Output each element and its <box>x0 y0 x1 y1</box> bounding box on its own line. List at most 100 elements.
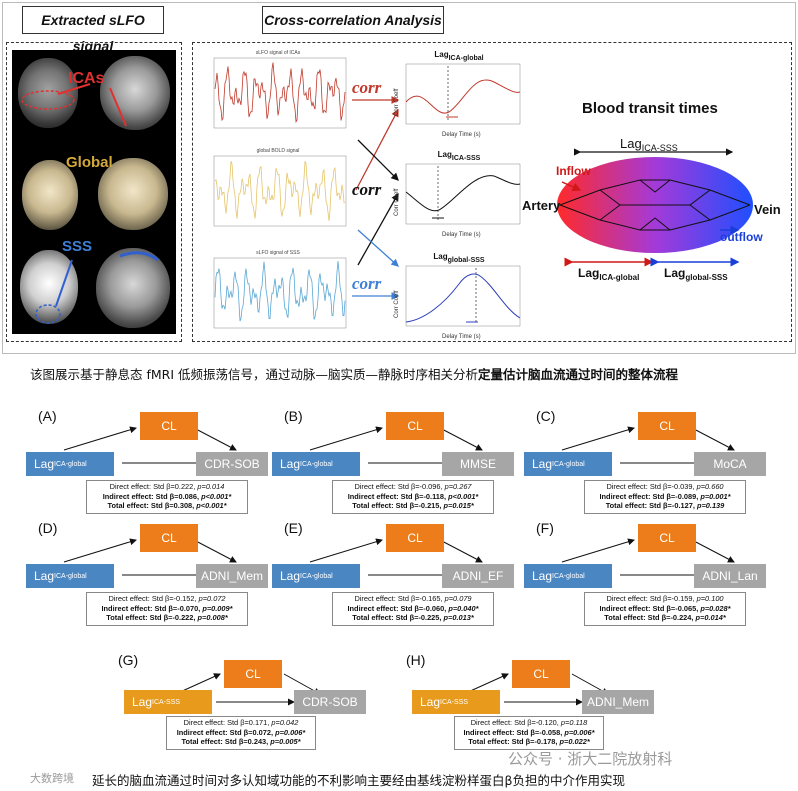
outcome-box: MoCA <box>694 452 766 476</box>
panel-label: (F) <box>536 520 554 536</box>
effects-box: Direct effect: Std β=0.171, p=0.042 Indi… <box>166 716 316 750</box>
arrow-lag-to-cl <box>309 538 383 563</box>
sss-label: SSS <box>62 238 93 255</box>
xcorr-plot-ica-global: LagICA-global Corr Coeff Delay Time (s) <box>394 50 524 142</box>
icas-label: ICAs <box>68 70 105 87</box>
corr-label-black: corr <box>352 180 382 199</box>
corr-label-blue: corr <box>352 274 382 293</box>
effects-box: Direct effect: Std β=-0.096, p=0.267 Ind… <box>332 480 494 514</box>
mediation-arrows <box>309 538 483 579</box>
right-dashed-panel <box>192 42 792 342</box>
arrow-global-to-lag-ica-global <box>355 108 399 191</box>
xcorr-ylabel-global-sss: Corr Coeff <box>394 290 400 318</box>
watermark-left: 大数跨境 <box>30 772 74 785</box>
brain-scan-axial-sss <box>20 250 78 324</box>
arrow-global-to-lag-global-sss <box>357 229 399 267</box>
brain-scan-sagittal-global <box>98 158 168 230</box>
arrow-cl-to-outcome <box>691 539 735 563</box>
direct-effect: Direct effect: Std β=-0.039, p=0.660 <box>606 482 724 491</box>
signal-title-global: global BOLD signal <box>256 148 300 154</box>
brain-scan-axial-global <box>22 160 78 230</box>
panel-label: (E) <box>284 520 303 536</box>
effects-box: Direct effect: Std β=-0.165, p=0.079 Ind… <box>332 592 494 626</box>
total-effect: Total effect: Std β=0.308, p<0.001* <box>107 501 227 511</box>
panel-label: (B) <box>284 408 303 424</box>
xcorr-xlabel-global-sss: Delay Time (s) <box>442 334 481 340</box>
inflow-arrow <box>561 181 582 192</box>
outcome-box: ADNI_Mem <box>196 564 268 588</box>
mediator-box-cl: CL <box>140 412 198 440</box>
total-effect: Total effect: Std β=-0.215, p=0.015* <box>352 501 474 511</box>
outcome-box: ADNI_Lan <box>694 564 766 588</box>
xcorr-chart-global-sss <box>405 265 521 327</box>
xcorr-xlabel-ica-sss: Delay Time (s) <box>442 232 481 238</box>
effects-box: Direct effect: Std β=0.222, p=0.014 Indi… <box>86 480 248 514</box>
indirect-effect: Indirect effect: Std β=0.086, p<0.001* <box>102 491 232 501</box>
blood-transit-diagram <box>557 148 753 267</box>
sss-dashed-ellipse <box>35 304 61 324</box>
outcome-box: MMSE <box>442 452 514 476</box>
outcome-box: ADNI_Mem <box>582 690 654 714</box>
xcorr-plot-global-sss: Lagglobal-SSS Corr Coeff Delay Time (s) <box>394 252 524 344</box>
vein-label: Vein <box>754 202 781 217</box>
corr-label-red: corr <box>352 78 382 97</box>
signal-chart-sss <box>213 257 347 329</box>
mediation-arrows <box>309 426 483 467</box>
effects-box: Direct effect: Std β=-0.120, p=0.118 Ind… <box>454 716 604 750</box>
mediator-box-cl: CL <box>638 524 696 552</box>
xcorr-title-global-sss: Lagglobal-SSS <box>433 252 485 264</box>
xcorr-title-ica-global: LagICA-global <box>434 50 484 62</box>
brain-image-panel: ICAs Global SSS <box>12 50 176 334</box>
arrow-cl-to-outcome <box>193 427 237 451</box>
mediation-arrows <box>63 538 237 579</box>
panel-label: (D) <box>38 520 58 536</box>
arrow-lag-to-cl <box>309 426 383 451</box>
caption-top: 该图展示基于静息态 fMRI 低频振荡信号，通过动脉—脑实质—静脉时序相关分析定… <box>30 364 678 383</box>
icas-dashed-ellipse <box>21 90 75 110</box>
total-effect: Total effect: Std β=-0.222, p=0.008* <box>106 613 228 623</box>
panel-label: (G) <box>118 652 139 668</box>
panel-label: (H) <box>406 652 426 668</box>
signal-plot-global: global BOLD signal <box>208 148 348 230</box>
left-title-tag: Extracted sLFO signal <box>22 6 164 54</box>
lag-right-label: Lagglobal-SSS <box>664 266 728 282</box>
icas-arrow-2 <box>109 87 127 127</box>
icas-arrow-1 <box>57 83 91 95</box>
caption-bottom: 延长的脑血流通过时间对多认知域功能的不利影响主要经由基线淀粉样蛋白β负担的中介作… <box>92 773 625 788</box>
direct-effect: Direct effect: Std β=-0.152, p=0.072 <box>108 594 226 603</box>
sss-arrow-1 <box>55 259 73 307</box>
xcorr-plot-ica-sss: LagICA-SSS Corr Coeff Delay Time (s) <box>394 150 524 242</box>
direct-effect: Direct effect: Std β=-0.159, p=0.100 <box>606 594 724 603</box>
arrow-cl-to-outcome <box>439 427 483 451</box>
direct-effect: Direct effect: Std β=-0.096, p=0.267 <box>354 482 472 491</box>
signal-plot-icas: sLFO signal of ICAs <box>208 50 348 132</box>
arrow-lag-to-cl <box>63 426 137 451</box>
direct-effect: Direct effect: Std β=0.222, p=0.014 <box>109 482 225 491</box>
xcorr-ylabel-ica-global: Corr Coeff <box>394 88 400 116</box>
signal-plot-sss: sLFO signal of SSS <box>208 250 348 332</box>
panel-label: (A) <box>38 408 57 424</box>
arrow-sss-to-lag-ica-sss <box>357 192 399 266</box>
indirect-effect: Indirect effect: Std β=0.072, p=0.006* <box>176 727 306 737</box>
total-effect: Total effect: Std β=-0.127, p=0.139 <box>605 501 725 511</box>
arrow-cl-to-outcome <box>193 539 237 563</box>
mediator-box-cl: CL <box>512 660 570 688</box>
signal-title-sss: sLFO signal of SSS <box>256 250 300 256</box>
mediator-box-cl: CL <box>140 524 198 552</box>
direct-effect: Direct effect: Std β=0.171, p=0.042 <box>183 718 299 727</box>
signal-chart-global <box>213 155 347 227</box>
signal-chart-icas <box>213 57 347 129</box>
inflow-label: Inflow <box>556 164 591 178</box>
indirect-effect: Indirect effect: Std β=-0.065, p=0.028* <box>599 603 731 613</box>
direct-effect: Direct effect: Std β=-0.120, p=0.118 <box>470 718 588 727</box>
mediator-box-cl: CL <box>224 660 282 688</box>
xcorr-chart-ica-global <box>405 63 521 125</box>
indirect-effect: Indirect effect: Std β=-0.118, p<0.001* <box>347 491 479 501</box>
arrow-lag-to-cl <box>561 538 635 563</box>
